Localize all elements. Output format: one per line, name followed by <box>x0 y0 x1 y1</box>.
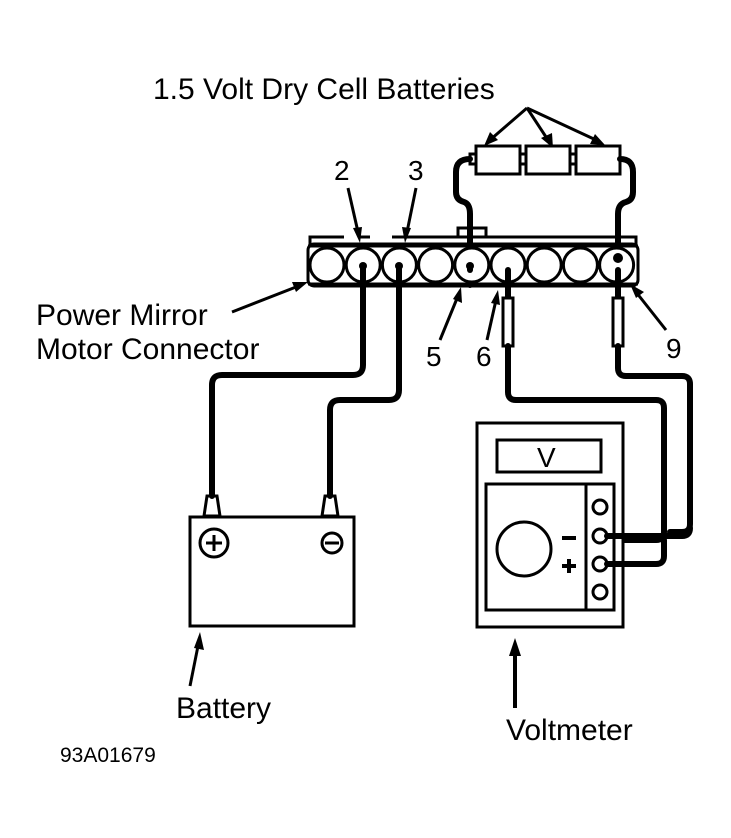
dry-cell-lead-right <box>615 156 636 270</box>
connector-pin-8 <box>561 246 599 284</box>
figure-code: 93A01679 <box>60 744 156 767</box>
connector-label-line2: Motor Connector <box>36 333 259 366</box>
dry-cell-2 <box>524 144 572 176</box>
voltmeter-jack-1 <box>591 498 609 516</box>
wire-pin3-to-battery-negative <box>327 263 402 499</box>
power-mirror-motor-connector <box>306 226 640 288</box>
positive-terminal-icon <box>198 527 230 559</box>
dry-cell-lead-left <box>453 156 473 288</box>
voltmeter-label: Voltmeter <box>506 714 633 747</box>
negative-terminal-icon <box>320 531 344 555</box>
voltmeter-display <box>495 438 603 474</box>
pin-label-5: 5 <box>426 341 442 372</box>
pin-label-2: 2 <box>334 155 350 186</box>
voltmeter: V <box>475 421 625 629</box>
dry-cell-title: 1.5 Volt Dry Cell Batteries <box>153 73 495 106</box>
dry-cell-batteries <box>468 144 622 176</box>
connector-pin-4 <box>417 246 455 284</box>
dry-cell-1 <box>474 144 522 176</box>
voltmeter-dial <box>495 520 553 578</box>
title-arrows <box>484 106 605 148</box>
dry-cell-3 <box>574 144 622 176</box>
connector-pin-7 <box>525 246 563 284</box>
pin-label-6: 6 <box>476 341 492 372</box>
pin-label-9: 9 <box>666 333 682 364</box>
voltmeter-display-unit: V <box>537 442 556 473</box>
voltmeter-jack-4 <box>591 583 609 601</box>
wire-pin2-to-battery-positive <box>209 263 366 499</box>
connector-pin-1 <box>308 246 346 284</box>
battery-label: Battery <box>176 692 271 725</box>
car-battery <box>188 494 356 628</box>
pin-label-3: 3 <box>408 155 424 186</box>
connector-label-line1: Power Mirror <box>36 299 208 332</box>
